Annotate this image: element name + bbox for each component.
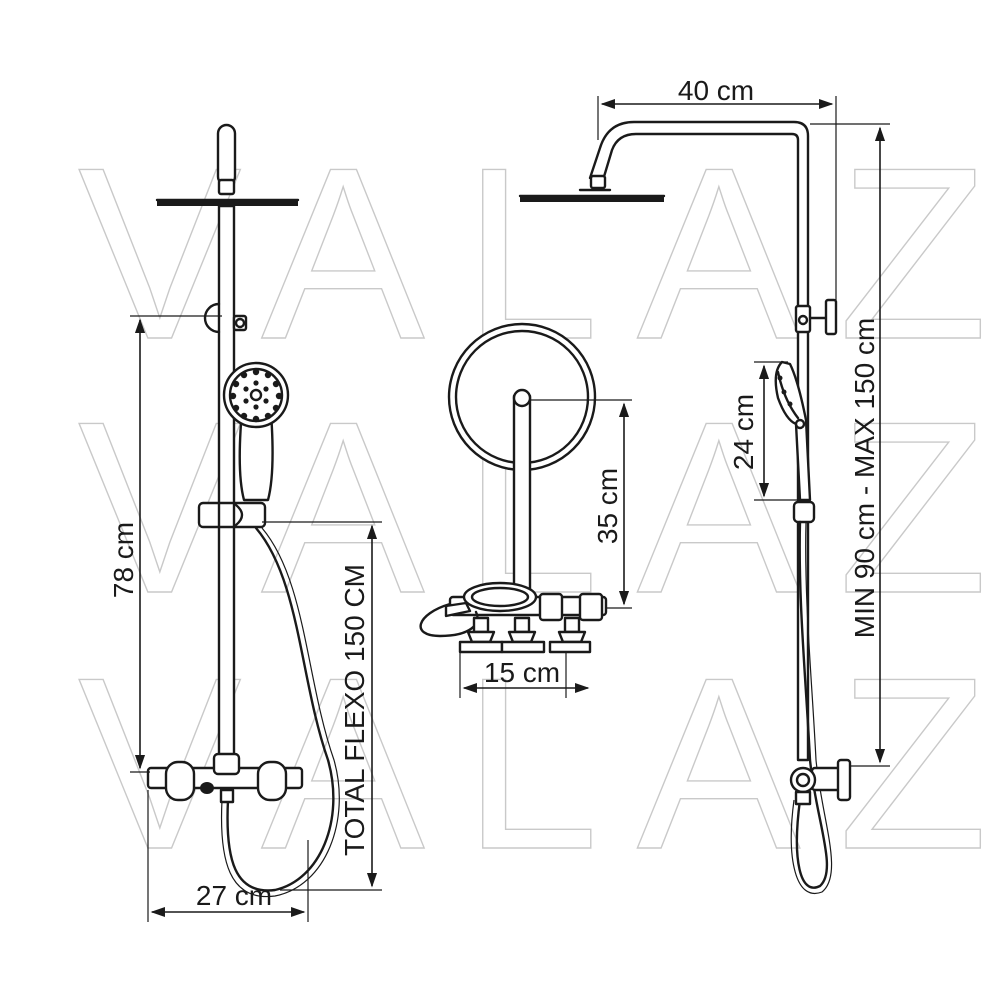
dim-min-max: MIN 90 cm - MAX 150 cm — [849, 318, 880, 639]
dim-78cm: 78 cm — [108, 522, 139, 598]
slide-holder-side — [792, 500, 816, 524]
side-dimensions: 40 cm 24 cm MIN 90 cm - MAX 150 cm — [597, 75, 890, 767]
connectors-top — [458, 616, 592, 654]
rain-head-front — [155, 198, 300, 206]
side-view — [518, 120, 852, 895]
top-dimensions: 35 cm 15 cm — [459, 399, 632, 698]
top-view — [419, 322, 608, 654]
slide-holder-front — [197, 501, 267, 529]
shower-arm-side — [588, 120, 810, 762]
dim-27cm: 27 cm — [196, 880, 272, 911]
dim-24cm: 24 cm — [728, 394, 759, 470]
dim-total-flexo: TOTAL FLEXO 150 CM — [339, 564, 370, 856]
dim-15cm: 15 cm — [484, 657, 560, 688]
thermostatic-valve-front — [146, 752, 304, 804]
hand-shower-front — [222, 361, 290, 502]
front-dimensions: 78 cm TOTAL FLEXO 150 CM 27 cm — [108, 315, 382, 922]
shower-arm-top — [512, 394, 532, 612]
thermostatic-valve-side — [789, 758, 852, 806]
rain-head-side — [518, 188, 666, 202]
hand-shower-top — [444, 581, 538, 618]
upper-bracket-front — [203, 302, 248, 334]
front-view — [146, 123, 340, 898]
dim-35cm: 35 cm — [592, 468, 623, 544]
dim-40cm: 40 cm — [678, 75, 754, 106]
hand-shower-side — [774, 360, 812, 502]
hose-side — [795, 520, 829, 889]
upper-bracket-side — [794, 298, 838, 336]
hose-front — [226, 526, 335, 892]
